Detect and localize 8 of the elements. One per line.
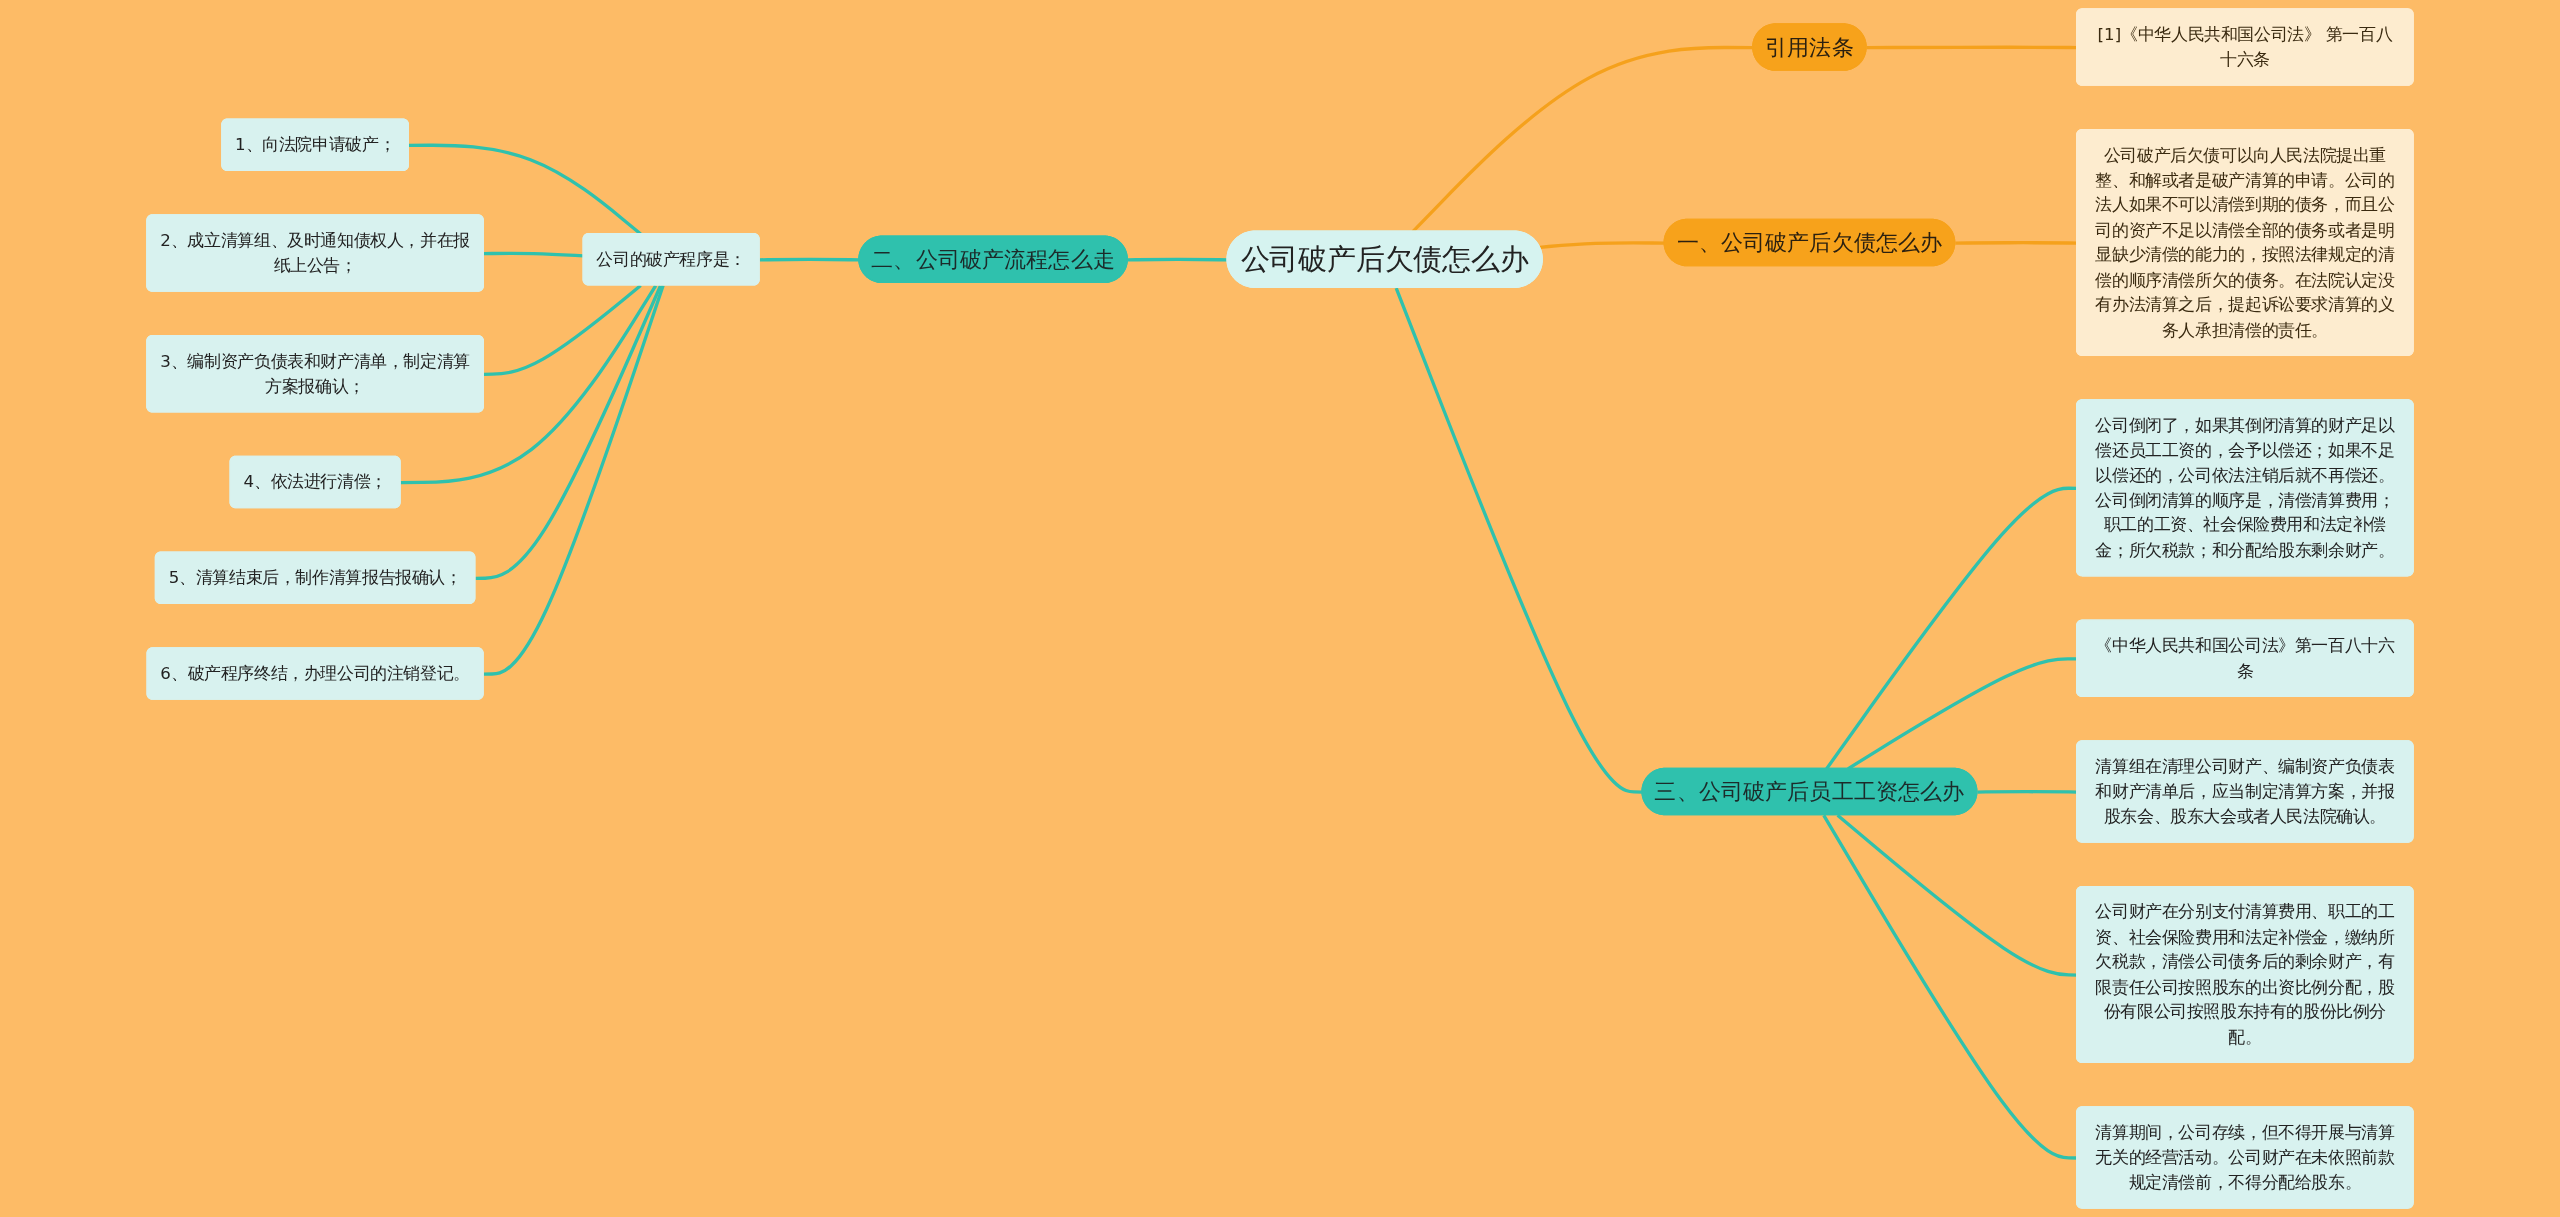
connector xyxy=(400,284,658,485)
connector xyxy=(483,251,584,258)
connector xyxy=(1394,287,1643,794)
connector xyxy=(1539,241,1665,249)
connector xyxy=(1127,257,1228,262)
connector xyxy=(475,284,663,580)
connector xyxy=(483,284,642,376)
connector xyxy=(483,285,665,676)
